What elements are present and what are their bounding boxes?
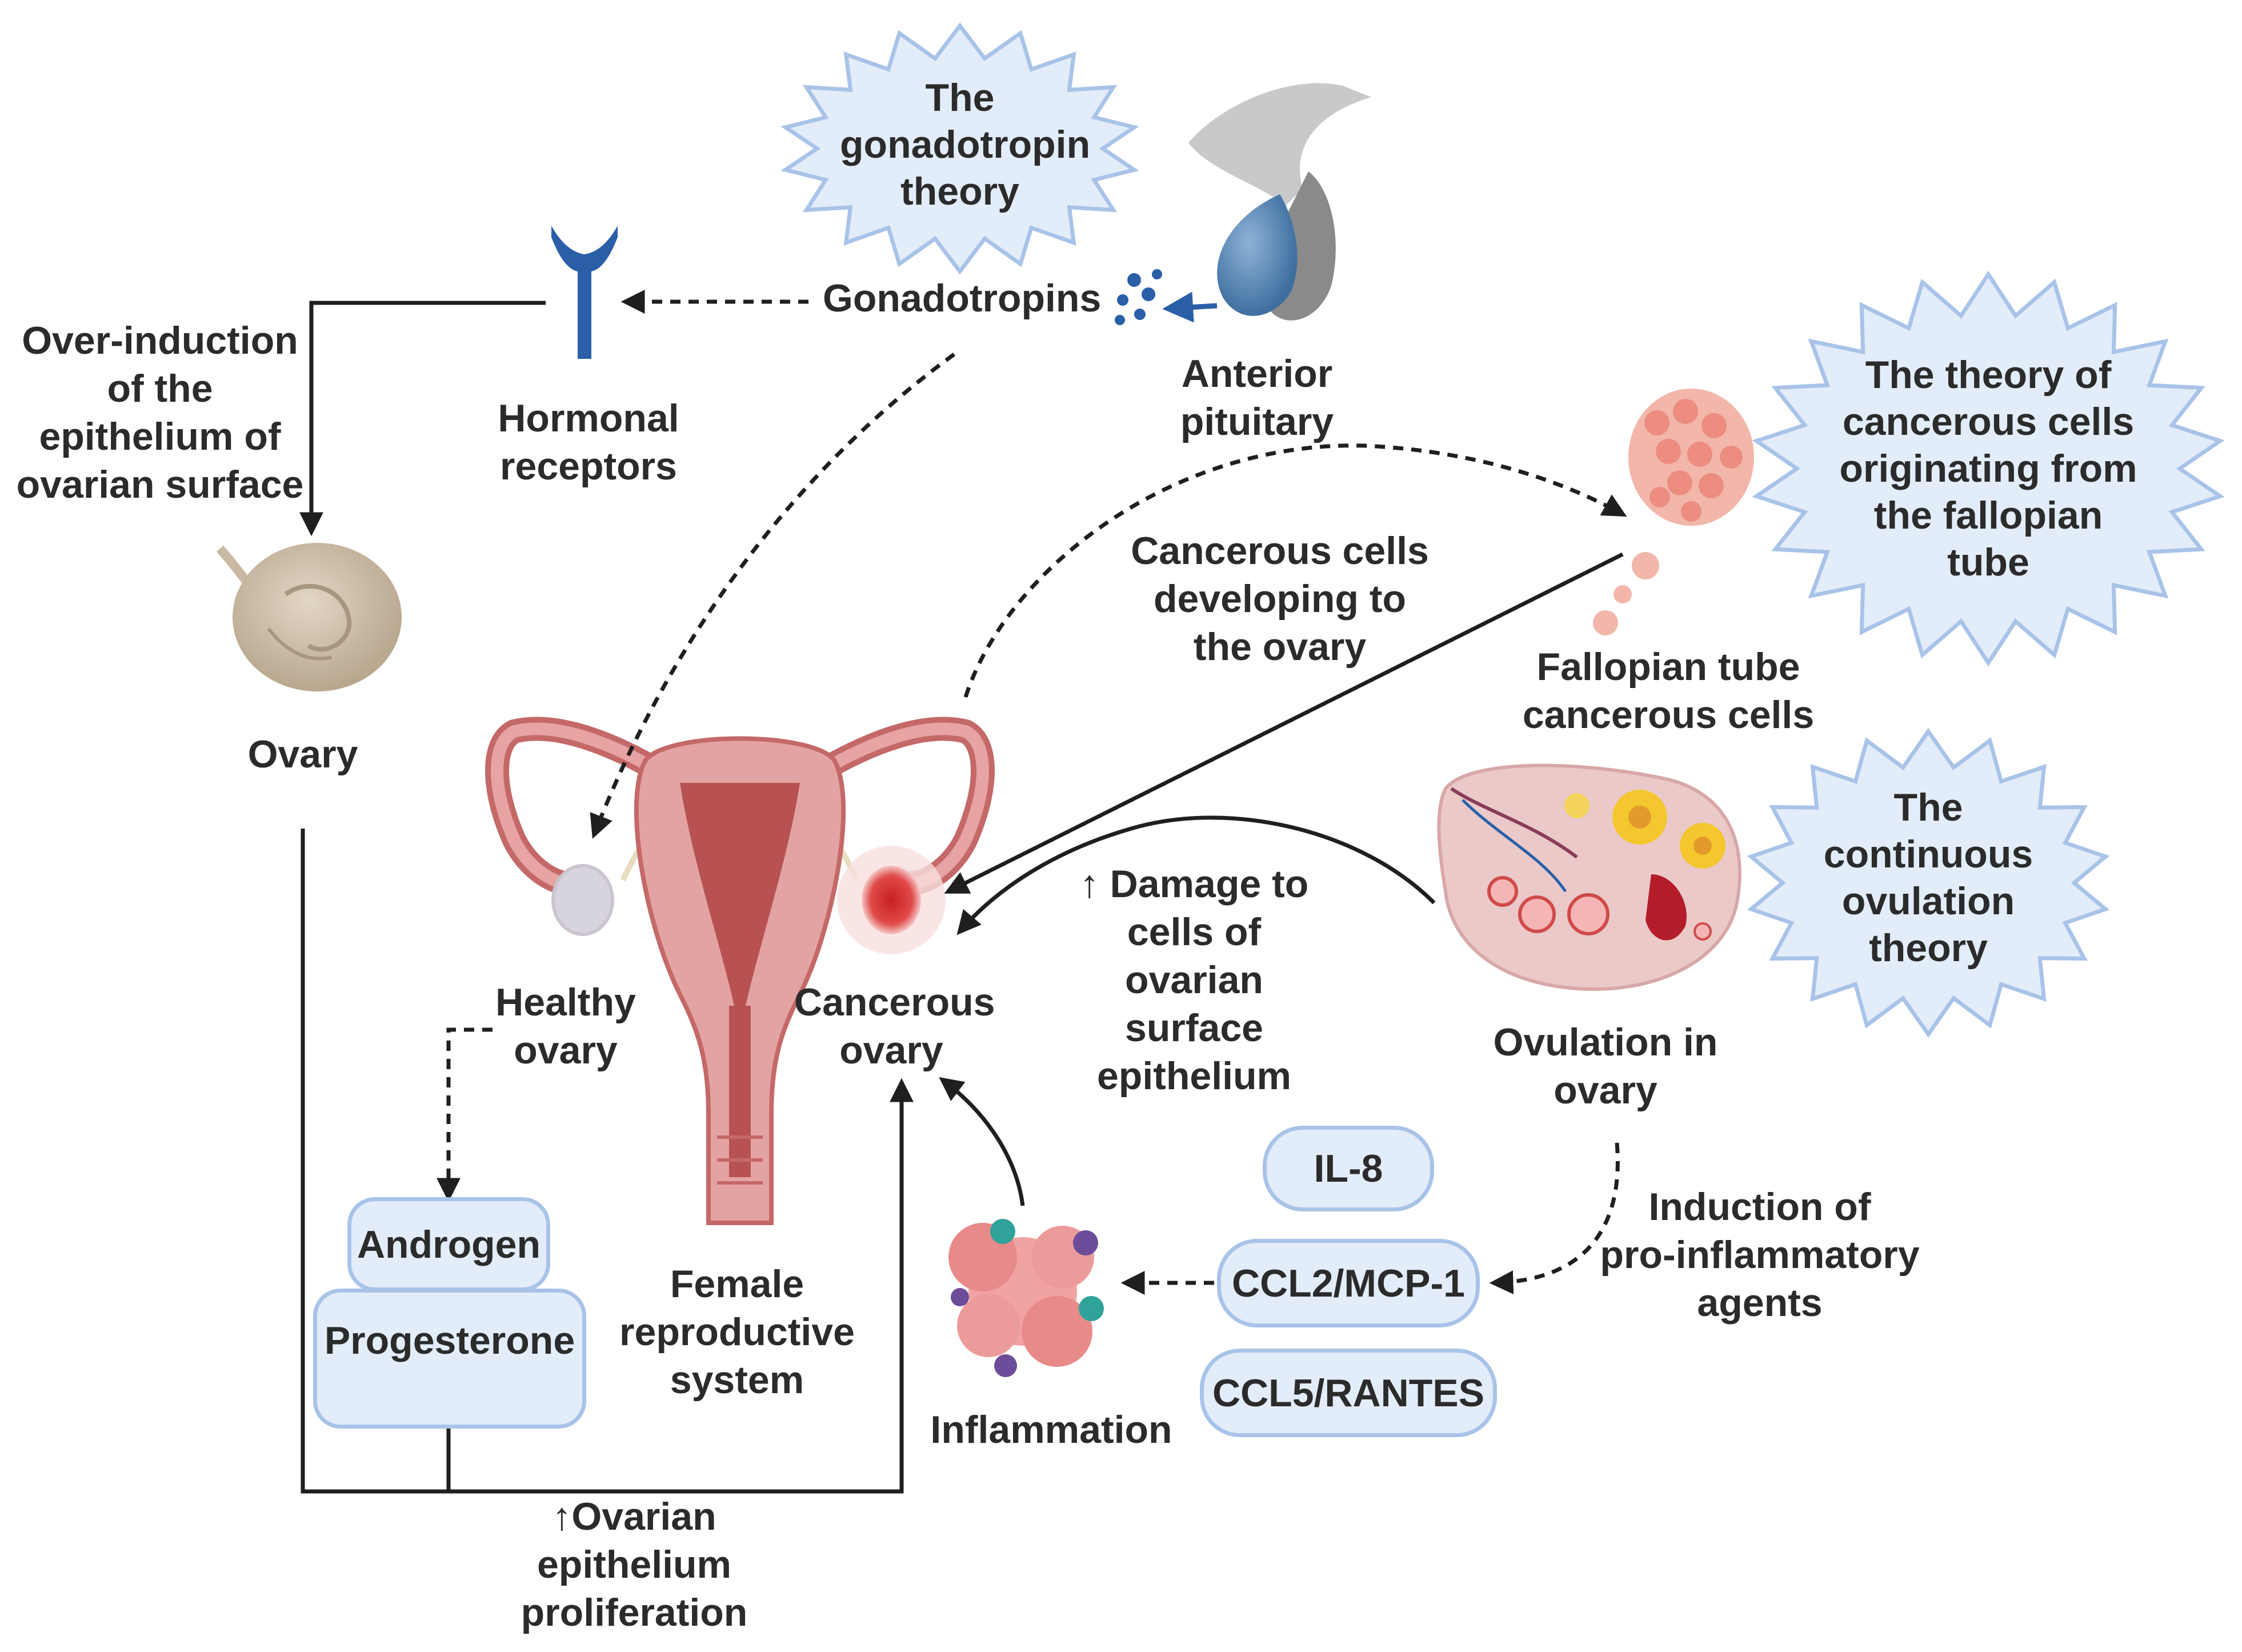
induction-label: Induction of pro-inflammatory agents (1594, 1183, 1925, 1327)
ovary-label: Ovary (247, 733, 358, 776)
ccl2-box: CCL2/MCP-1 (1217, 1239, 1480, 1327)
induction-line-3: agents (1697, 1281, 1823, 1325)
female-system-label: Female reproductive system (617, 1260, 857, 1404)
arrow-cancerous-cells-developing (963, 443, 1627, 698)
arrow-fallopian-to-cancerous-ovary (944, 552, 1624, 894)
androgen-label: Androgen (357, 1222, 541, 1266)
over-induction-label: Over-induction of the epithelium of ovar… (11, 317, 309, 509)
hormonal-receptors-line-1: Hormonal (498, 397, 679, 440)
fallopian-tube-cells-line-2: cancerous cells (1522, 693, 1815, 737)
arrow-ovulation-to-cancerous-ovary (956, 815, 1436, 935)
arrow-proliferation-loop (301, 829, 914, 1494)
arrow-gonadotropins-to-healthy-ovary (590, 353, 956, 839)
ovulation-theory-line-3: ovulation (1841, 879, 2015, 923)
damage-line-2: cells of (1127, 910, 1262, 954)
uterus-illustration (485, 717, 995, 1225)
over-induction-line-4: ovarian surface (16, 463, 304, 506)
over-induction-line-1: Over-induction (22, 319, 298, 362)
inflammation-label: Inflammation (930, 1408, 1172, 1451)
female-system-line-2: reproductive (619, 1310, 855, 1354)
ovary-illustration (216, 543, 402, 691)
fallopian-theory-label: The theory of cancerous cells originatin… (1817, 351, 2160, 586)
gonadotropin-theory-label: The gonadotropin theory (840, 74, 1091, 215)
induction-line-1: Induction of (1648, 1185, 1871, 1229)
hormonal-receptor-illustration (551, 226, 618, 359)
ccl5-label: CCL5/RANTES (1212, 1371, 1485, 1415)
fallopian-theory-line-2: cancerous cells (1842, 400, 2135, 443)
fallopian-theory-line-3: originating from (1839, 447, 2137, 490)
damage-line-3: ovarian (1125, 958, 1263, 1002)
damage-label: ↑ Damage to cells of ovarian surface epi… (1074, 860, 1314, 1100)
female-system-line-3: system (670, 1358, 804, 1402)
anterior-pituitary-line-1: Anterior (1181, 352, 1333, 395)
arrow-healthy-ovary-to-androgen (437, 1027, 493, 1202)
inflammation-illustration (948, 1219, 1104, 1377)
anterior-pituitary-illustration (1115, 83, 1371, 325)
fallopian-theory-line-4: the fallopian (1873, 494, 2103, 537)
damage-line-4: surface (1125, 1006, 1263, 1050)
healthy-ovary-label: Healthy ovary (486, 978, 646, 1074)
healthy-ovary-line-2: ovary (514, 1029, 618, 1072)
fallopian-theory-burst (1752, 270, 2225, 667)
female-system-line-1: Female (670, 1262, 804, 1306)
fallopian-theory-line-5: tube (1947, 541, 2029, 584)
progesterone-box: Progesterone (313, 1289, 586, 1429)
cancerous-ovary-label: Cancerous ovary (794, 978, 995, 1074)
gonadotropin-theory-burst (780, 22, 1139, 275)
ovulation-ovary-illustration (1437, 763, 1741, 991)
ccl5-box: CCL5/RANTES (1200, 1349, 1497, 1437)
over-induction-line-3: epithelium of (39, 415, 281, 458)
anterior-pituitary-line-2: pituitary (1180, 400, 1334, 443)
cancerous-cells-developing-line-3: the ovary (1193, 625, 1367, 669)
il8-box: IL-8 (1263, 1126, 1434, 1211)
ovulation-theory-line-2: continuous (1823, 833, 2033, 876)
gonadotropin-theory-line-2: gonadotropin (840, 123, 1091, 166)
cancerous-cells-developing-line-2: developing to (1154, 577, 1406, 621)
cancerous-cells-developing-line-1: Cancerous cells (1131, 529, 1429, 573)
hormonal-receptors-label: Hormonal receptors (474, 394, 703, 490)
ovulation-theory-line-1: The (1893, 786, 1963, 829)
induction-line-2: pro-inflammatory (1600, 1233, 1920, 1277)
ovulation-theory-label: The continuous ovulation theory (1811, 784, 2045, 971)
cancerous-ovary-line-1: Cancerous (794, 981, 995, 1024)
androgen-box: Androgen (347, 1197, 550, 1291)
proliferation-line-1: ↑Ovarian (552, 1495, 716, 1538)
il8-label: IL-8 (1314, 1147, 1383, 1190)
over-induction-line-2: of the (107, 367, 213, 410)
hormonal-receptors-line-2: receptors (500, 445, 677, 488)
gonadotropins-label: Gonadotropins (823, 277, 1102, 320)
cancerous-ovary-line-2: ovary (839, 1029, 943, 1072)
ovulation-in-ovary-line-2: ovary (1554, 1069, 1658, 1112)
gonadotropin-theory-line-1: The (925, 76, 995, 119)
ovulation-theory-burst (1747, 727, 2110, 1038)
arrow-over-induction (299, 301, 546, 537)
proliferation-label: ↑Ovarian epithelium proliferation (509, 1493, 760, 1637)
proliferation-line-2: epithelium (537, 1543, 732, 1586)
cancerous-cells-developing-label: Cancerous cells developing to the ovary (1120, 527, 1440, 671)
healthy-ovary-line-1: Healthy (495, 981, 636, 1024)
proliferation-line-3: proliferation (521, 1591, 748, 1634)
gonadotropin-theory-line-3: theory (900, 170, 1019, 213)
ccl2-label: CCL2/MCP-1 (1231, 1261, 1466, 1305)
ovulation-in-ovary-label: Ovulation in ovary (1486, 1018, 1725, 1114)
fallopian-tube-cells-line-1: Fallopian tube (1536, 645, 1800, 689)
fallopian-cancer-cells-illustration (1593, 389, 1754, 635)
ovulation-in-ovary-line-1: Ovulation in (1493, 1021, 1718, 1064)
damage-line-1: ↑ Damage to (1079, 862, 1309, 906)
progesterone-label: Progesterone (324, 1319, 575, 1362)
arrow-ovulation-to-ccl2 (1489, 1142, 1620, 1295)
fallopian-theory-line-1: The theory of (1865, 353, 2112, 397)
fallopian-tube-cells-label: Fallopian tube cancerous cells (1514, 643, 1823, 739)
ovulation-theory-line-4: theory (1869, 926, 1988, 970)
arrow-inflammation-to-cancerous-ovary (939, 1077, 1025, 1206)
anterior-pituitary-label: Anterior pituitary (1154, 350, 1360, 446)
damage-line-5: epithelium (1096, 1054, 1292, 1098)
